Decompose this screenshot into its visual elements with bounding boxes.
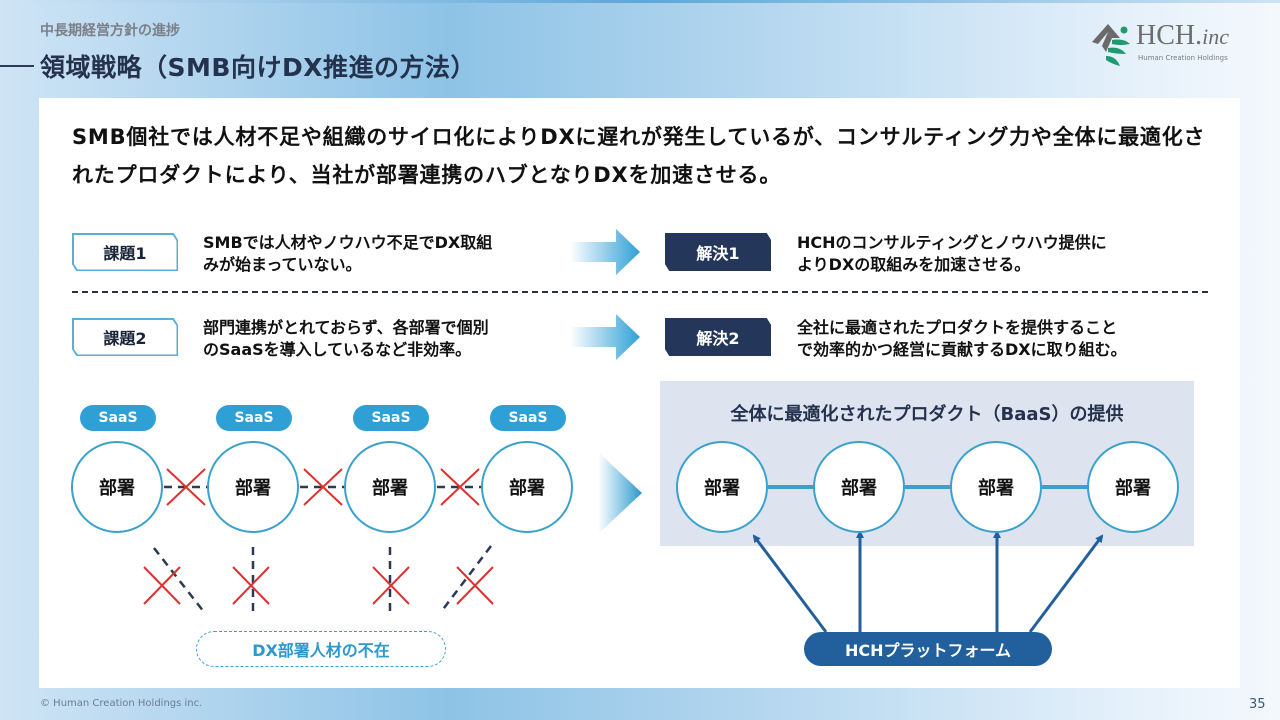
- department-node: 部署: [676, 441, 768, 533]
- solution-description-2: 全社に最適されたプロダクトを提供すること で効率的かつ経営に貢献するDXに取り組…: [797, 317, 1127, 361]
- issue-tag-2: 課題2: [72, 318, 178, 356]
- title-decoration-line: [0, 65, 34, 67]
- department-node: 部署: [1087, 441, 1179, 533]
- right-arrow-icon: [570, 314, 640, 360]
- department-node: 部署: [71, 441, 163, 533]
- saas-badge: SaaS: [490, 405, 566, 431]
- section-subtitle: 中長期経営方針の進捗: [40, 23, 180, 39]
- right-arrow-icon: [570, 229, 640, 275]
- solution-line: 全社に最適されたプロダクトを提供すること: [797, 318, 1118, 337]
- company-logo: HCH.inc Human Creation Holdings: [1090, 16, 1250, 72]
- hch-leaf-logo-icon: [1092, 24, 1130, 66]
- issue-line: SMBでは人材やノウハウ不足でDX取組: [203, 233, 493, 252]
- top-accent-strip: [0, 0, 1280, 3]
- solution-line: で効率的かつ経営に貢献するDXに取り組む。: [797, 340, 1127, 359]
- logo-wordmark: HCH.inc: [1136, 20, 1230, 51]
- missing-dx-staff-label: DX部署人材の不在: [196, 631, 446, 667]
- issue-line: のSaaSを導入しているなど非効率。: [203, 340, 472, 359]
- solution-line: HCHのコンサルティングとノウハウ提供に: [797, 233, 1107, 252]
- solution-tag-1: 解決1: [665, 233, 771, 271]
- issue-line: みが始まっていない。: [203, 255, 362, 274]
- hch-platform-label: HCHプラットフォーム: [804, 632, 1052, 666]
- department-node: 部署: [481, 441, 573, 533]
- solution-tag-2: 解決2: [665, 318, 771, 356]
- issue-tag-1: 課題1: [72, 233, 178, 271]
- logo-tagline: Human Creation Holdings: [1138, 54, 1228, 62]
- saas-badge: SaaS: [353, 405, 429, 431]
- baas-panel-title: 全体に最適化されたプロダクト（BaaS）の提供: [730, 404, 1124, 425]
- solution-line: よりDXの取組みを加速させる。: [797, 255, 1031, 274]
- saas-badge: SaaS: [216, 405, 292, 431]
- lead-statement: SMB個社では人材不足や組織のサイロ化によりDXに遅れが発生しているが、コンサル…: [72, 125, 1206, 187]
- row-separator: [72, 291, 1208, 293]
- department-node: 部署: [950, 441, 1042, 533]
- saas-badge: SaaS: [80, 405, 156, 431]
- issue-tag-label: 課題1: [73, 234, 177, 270]
- solution-description-1: HCHのコンサルティングとノウハウ提供に よりDXの取組みを加速させる。: [797, 232, 1107, 276]
- issue-description-2: 部門連携がとれておらず、各部署で個別 のSaaSを導入しているなど非効率。: [203, 317, 489, 361]
- department-node: 部署: [344, 441, 436, 533]
- department-node: 部署: [207, 441, 299, 533]
- issue-description-1: SMBでは人材やノウハウ不足でDX取組 みが始まっていない。: [203, 232, 492, 276]
- department-node: 部署: [813, 441, 905, 533]
- issue-tag-label: 課題2: [73, 319, 177, 355]
- issue-line: 部門連携がとれておらず、各部署で個別: [203, 318, 489, 337]
- chevron-right-icon: [598, 452, 642, 534]
- page-title: 領域戦略（SMB向けDX推進の方法）: [40, 53, 476, 82]
- page-number: 35: [1249, 697, 1266, 712]
- copyright: © Human Creation Holdings inc.: [40, 698, 203, 709]
